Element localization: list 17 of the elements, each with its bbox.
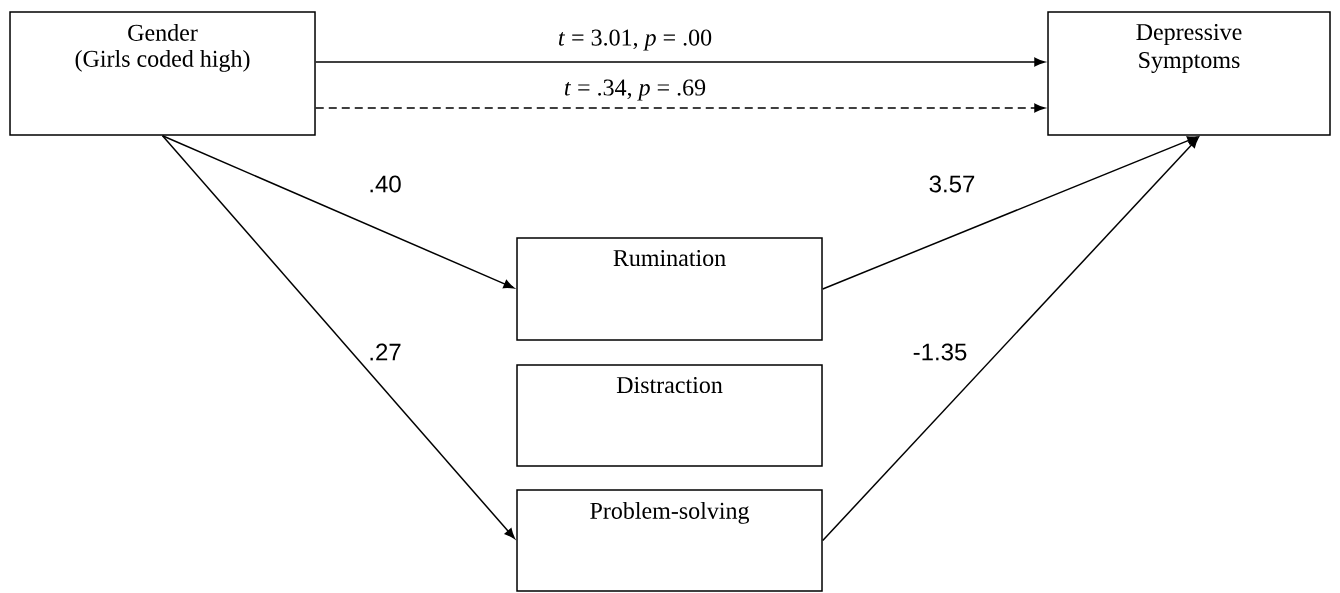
arrow	[822, 137, 1199, 542]
arrow	[161, 135, 515, 289]
process-box: Distraction	[516, 364, 823, 467]
process-box: Rumination	[516, 237, 823, 341]
process-box: Depressive Symptoms	[1047, 11, 1331, 136]
arrow	[161, 135, 515, 539]
edge-label: .40	[370, 175, 401, 193]
edge-label: t = 3.01, p = .00	[558, 29, 712, 51]
arrow	[315, 103, 1045, 113]
edge-label: -1.35	[913, 343, 967, 361]
arrow	[822, 136, 1198, 290]
edge-label: .27	[370, 343, 401, 361]
process-box: Gender (Girls coded high)	[9, 11, 316, 136]
edge-label: 3.57	[929, 175, 975, 193]
process-box: Problem-solving	[516, 489, 823, 592]
edge-label: t = .34, p = .69	[564, 79, 706, 101]
arrow	[315, 57, 1045, 67]
